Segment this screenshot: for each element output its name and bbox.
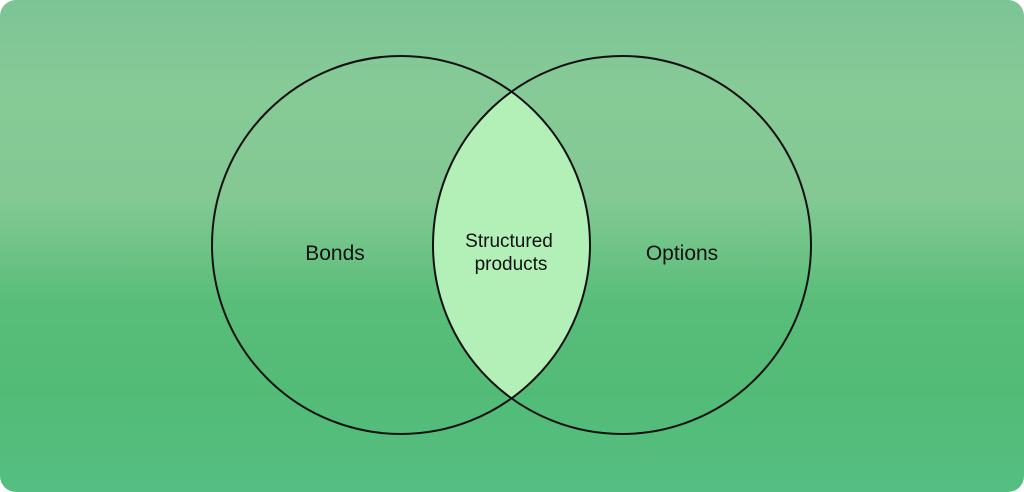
- options-label: Options: [646, 242, 718, 265]
- intersection-label-line1: Structured: [465, 231, 553, 252]
- intersection-label-line2: products: [475, 254, 548, 275]
- intersection-lens: [433, 56, 590, 434]
- options-circle: [432, 55, 812, 435]
- bonds-circle: [211, 55, 591, 435]
- bonds-label: Bonds: [305, 242, 365, 265]
